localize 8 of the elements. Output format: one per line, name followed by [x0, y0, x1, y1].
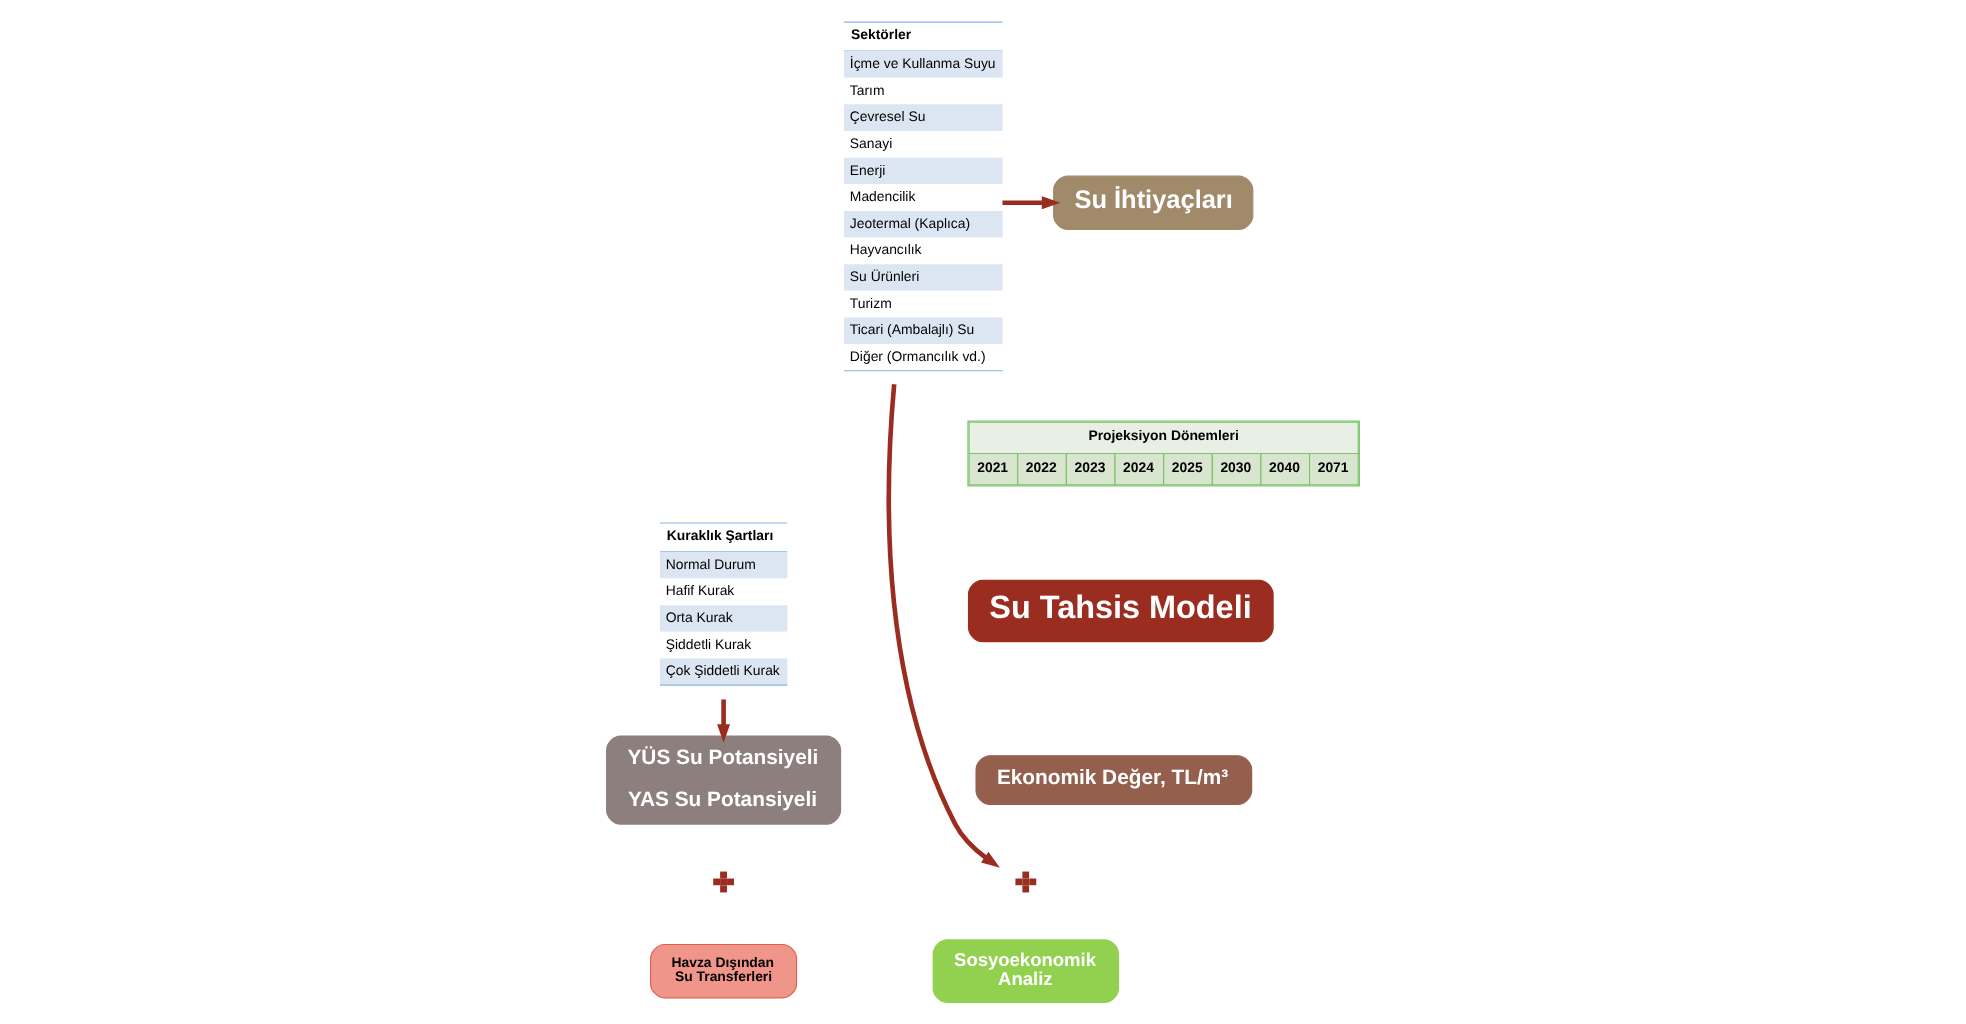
arrow: [1002, 196, 1061, 210]
node-box: Sosyoekonomik Analiz: [932, 939, 1120, 1004]
node-box: Su Tahsis Modeli: [967, 579, 1274, 643]
node-box: YÜS Su Potansiyeli YAS Su Potansiyeli: [606, 735, 842, 825]
node-box: Su İhtiyaçları: [1053, 175, 1254, 230]
arrow: [886, 384, 1000, 868]
arrow: [717, 699, 731, 743]
node-box: Ekonomik Değer, TL/m³: [975, 755, 1253, 805]
